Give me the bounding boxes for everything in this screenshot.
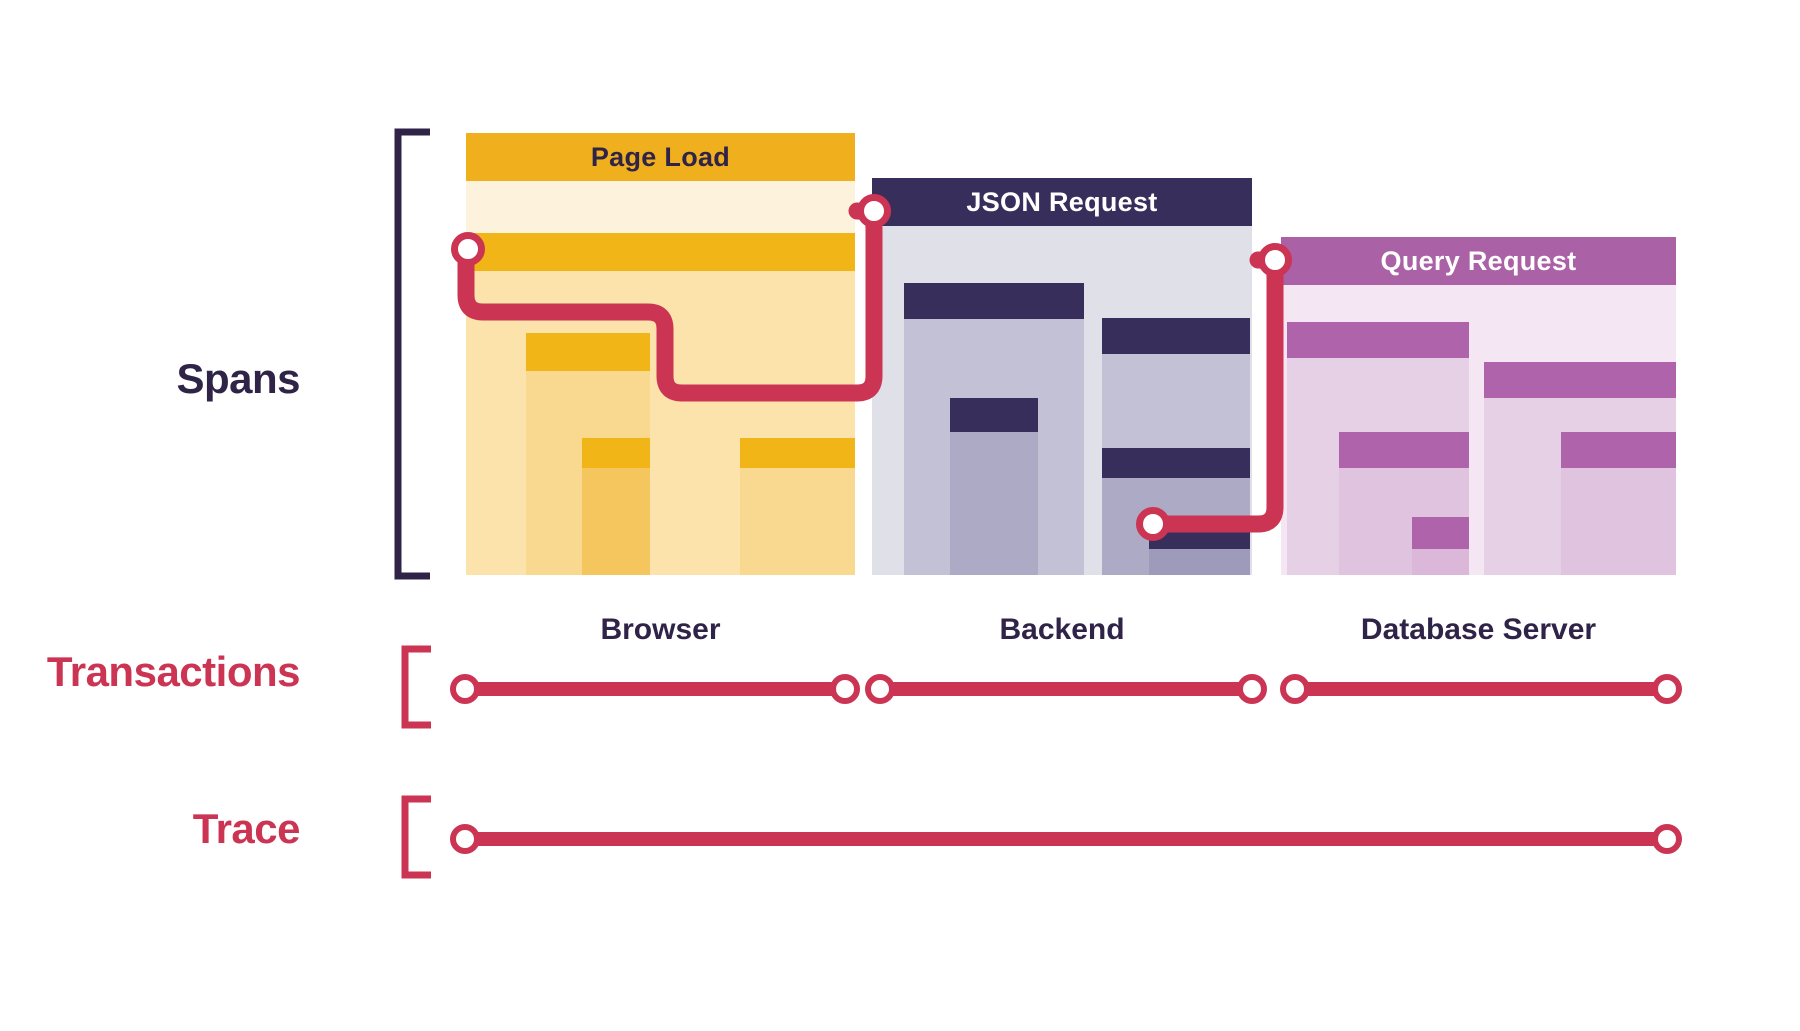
span-bar-cap <box>1102 318 1250 354</box>
span-bar-cap <box>1339 432 1469 468</box>
transaction-node-backend-end[interactable] <box>1237 674 1267 704</box>
span-bar-cap <box>1561 432 1676 468</box>
square-bracket-icon-trace <box>401 795 431 879</box>
span-bar-cap <box>669 233 855 271</box>
trace-segment-full[interactable] <box>465 832 1667 846</box>
transaction-segment-database[interactable] <box>1295 682 1667 696</box>
span-bar-browser-5 <box>740 438 855 575</box>
transaction-node-browser-end[interactable] <box>830 674 860 704</box>
span-bar-cap <box>904 283 1084 319</box>
row-label-trace: Trace <box>192 805 301 852</box>
square-bracket-icon-spans <box>394 128 430 580</box>
transaction-node-browser-start[interactable] <box>450 674 480 704</box>
span-bar-browser-3 <box>582 438 650 575</box>
transaction-segment-browser[interactable] <box>465 682 845 696</box>
span-bar-cap <box>1102 448 1250 478</box>
span-bar-cap <box>740 438 855 468</box>
transaction-node-database-end[interactable] <box>1652 674 1682 704</box>
service-header-backend: JSON Request <box>872 178 1252 226</box>
service-header-database: Query Request <box>1281 237 1676 285</box>
span-bar-database-5 <box>1561 432 1676 575</box>
transaction-node-database-start[interactable] <box>1280 674 1310 704</box>
span-bar-cap <box>1484 362 1676 398</box>
service-caption-browser: Browser <box>600 613 721 646</box>
transaction-segment-backend[interactable] <box>880 682 1252 696</box>
connector-node-browser-start <box>451 232 485 266</box>
span-bar-cap <box>582 438 650 468</box>
service-header-browser: Page Load <box>466 133 855 181</box>
square-bracket-icon-transactions <box>401 645 431 729</box>
trace-node-end[interactable] <box>1652 824 1682 854</box>
span-bar-cap <box>466 233 680 271</box>
span-bar-cap <box>1412 517 1469 549</box>
connector-node-backend-entry <box>857 194 891 228</box>
service-column-database: Query Request <box>1281 237 1676 575</box>
transaction-node-backend-start[interactable] <box>865 674 895 704</box>
row-label-transactions: Transactions <box>46 648 301 695</box>
service-caption-backend: Backend <box>999 613 1125 646</box>
span-bar-cap <box>526 333 650 371</box>
span-bar-database-3 <box>1412 517 1469 575</box>
connector-node-backend-exit <box>1136 507 1170 541</box>
span-bar-backend-2 <box>950 398 1038 575</box>
service-column-browser: Page Load <box>466 133 855 575</box>
span-bar-cap <box>1287 322 1469 358</box>
row-label-spans: Spans <box>176 355 300 402</box>
service-column-backend: JSON Request <box>872 178 1252 575</box>
span-bar-cap <box>950 398 1038 432</box>
trace-node-start[interactable] <box>450 824 480 854</box>
service-caption-database: Database Server <box>1360 613 1597 646</box>
connector-node-database-entry <box>1258 243 1292 277</box>
